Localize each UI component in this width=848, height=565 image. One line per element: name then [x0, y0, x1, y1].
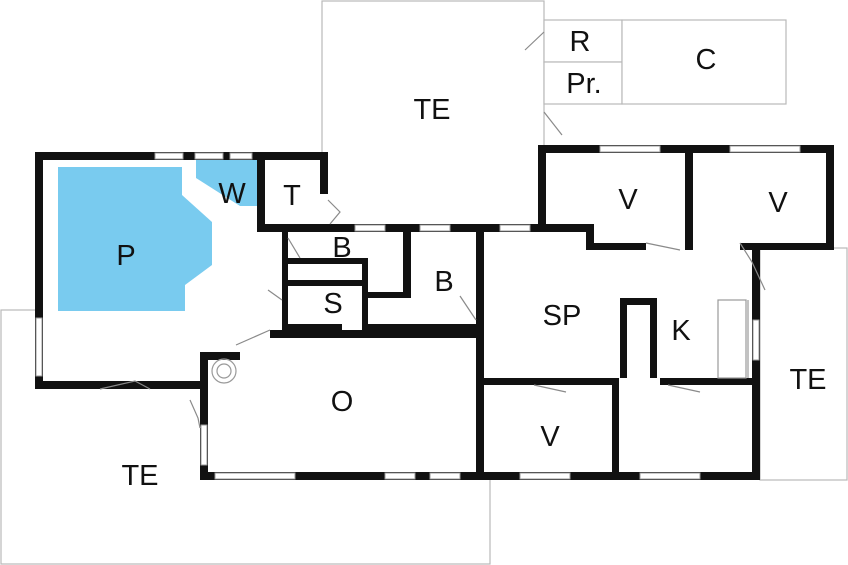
label-c: C: [696, 44, 717, 76]
label-living: O: [331, 386, 354, 418]
label-bath-2: B: [434, 266, 453, 298]
label-bed-top-right: V: [768, 187, 788, 219]
label-bath-1: B: [332, 232, 351, 264]
wellness-area: [196, 160, 262, 206]
label-pr: Pr.: [566, 68, 601, 100]
label-wellness: W: [218, 178, 246, 210]
label-terrace-bottom-left: TE: [121, 460, 158, 492]
doors: [99, 31, 766, 429]
windows: [35, 145, 801, 480]
shower-drain: [211, 358, 237, 384]
label-kitchen: K: [671, 315, 691, 347]
label-dining-living: SP: [543, 300, 582, 332]
terrace-top: [321, 0, 545, 230]
label-bed-top-left: V: [618, 184, 638, 216]
label-terrace-right: TE: [789, 364, 826, 396]
label-r: R: [570, 26, 591, 58]
label-toilet: T: [283, 180, 301, 212]
room-labels: TE R Pr. C V V W T P B B S SP K TE O V T…: [116, 26, 826, 492]
label-pool: P: [116, 240, 135, 272]
room-pr-outline: [543, 61, 623, 105]
kitchen-counter: [717, 299, 747, 379]
room-c-outline: [621, 19, 787, 105]
label-terrace-top: TE: [413, 94, 450, 126]
pool-area: [58, 167, 212, 311]
label-bed-bottom: V: [540, 421, 560, 453]
label-sauna: S: [323, 288, 342, 320]
